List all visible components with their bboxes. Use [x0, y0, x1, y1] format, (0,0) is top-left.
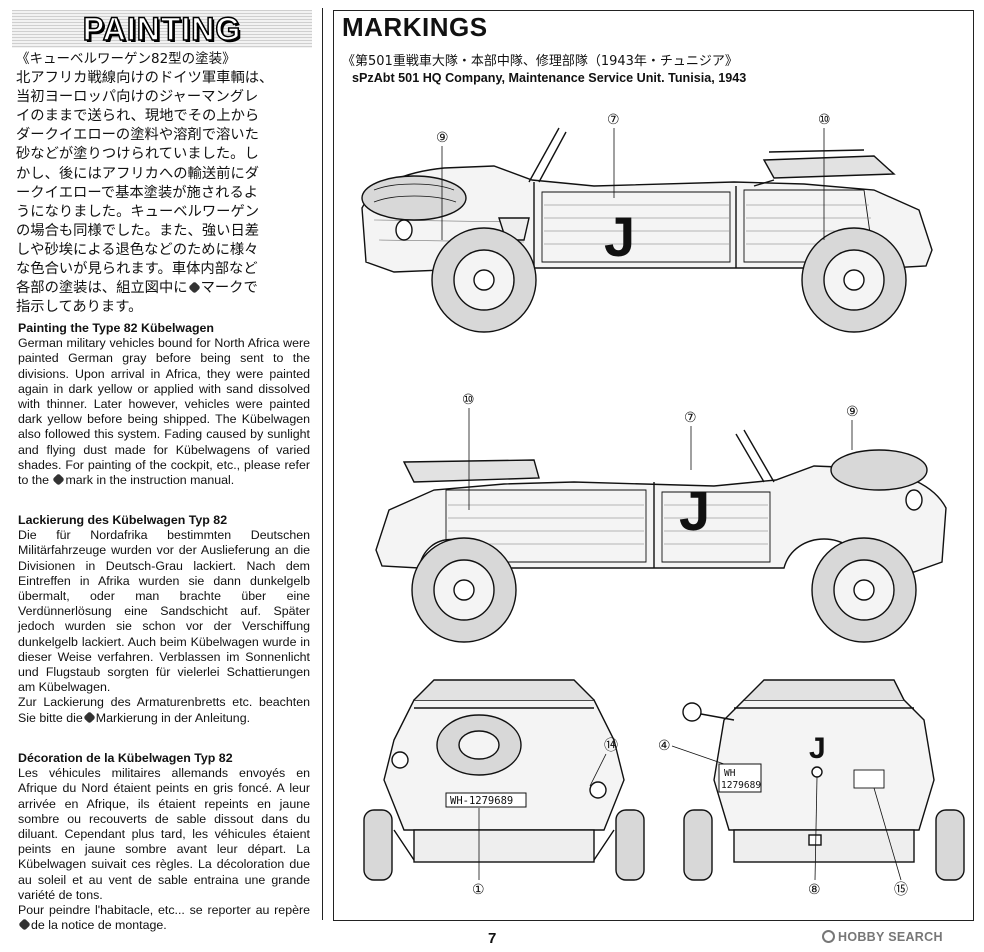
callout-marker: ⑮ [894, 881, 908, 897]
watermark: HOBBY SEARCH [822, 930, 943, 944]
jp-line: 各部の塗装は、組立図中にマークで [16, 280, 258, 297]
door-letter: J [679, 479, 710, 542]
callout-marker: ⑨ [846, 403, 859, 419]
page-number: 7 [488, 930, 497, 947]
hobby-search-logo-icon [822, 930, 835, 943]
jp-line: 当初ヨーロッパ向けのジャーマングレ [16, 89, 259, 106]
french-painting-text: Décoration de la Kübelwagen Typ 82 Les v… [18, 751, 310, 933]
jp-line: 指示してあります。 [16, 299, 143, 316]
kubelwagen-drawings: J ⑨ ⑦ ⑩ J ⑩ ⑦ ⑨ [361, 111, 965, 897]
japanese-painting-text: 《キューベルワーゲン82型の塗装》 北アフリカ戦線向けのドイツ軍車輌は、 当初ヨ… [16, 50, 316, 317]
rear-plate-top: WH [724, 768, 736, 779]
jp-line: しや砂埃による退色などのために様々 [16, 241, 259, 258]
door-letter: J [604, 205, 635, 268]
jp-line: 北アフリカ戦線向けのドイツ軍車輌は、 [16, 70, 274, 87]
callout-marker: ⑭ [604, 737, 618, 753]
jp-line: な色合いが見られます。車体内部など [16, 261, 258, 278]
front-view: WH-1279689 ⑭ ① [363, 679, 645, 897]
paint-mark-icon [83, 710, 96, 724]
jp-line: ークイエローで基本塗装が施されるよ [16, 184, 259, 201]
english-painting-text: Painting the Type 82 Kübelwagen German m… [18, 321, 310, 488]
jp-line: の場合も同様でした。また、強い日差 [16, 222, 260, 239]
rear-view: WH 1279689 J ④ ⑧ ⑮ [658, 679, 965, 897]
callout-marker: ⑦ [607, 111, 620, 127]
callout-marker: ④ [658, 737, 671, 753]
jp-line: かし、後にはアフリカへの輸送前にダ [16, 165, 260, 182]
rear-plate-bottom: 1279689 [721, 780, 761, 791]
painting-banner: PAINTING [12, 10, 312, 48]
side-view-left: J ⑨ ⑦ ⑩ [361, 111, 933, 333]
callout-marker: ⑧ [808, 881, 821, 897]
markings-title: MARKINGS [342, 12, 488, 42]
callout-marker: ⑩ [818, 111, 831, 127]
markings-en-subtitle: sPzAbt 501 HQ Company, Maintenance Servi… [352, 71, 747, 85]
column-divider [322, 8, 323, 920]
side-view-right: J ⑩ ⑦ ⑨ [375, 391, 947, 643]
jp-section-title: 《キューベルワーゲン82型の塗装》 [16, 51, 236, 67]
paint-mark-icon [187, 281, 201, 294]
en-heading: Painting the Type 82 Kübelwagen [18, 321, 214, 335]
rear-door-letter: J [809, 732, 826, 765]
callout-marker: ⑦ [684, 409, 697, 425]
paint-mark-icon [52, 473, 66, 486]
jp-line: ダークイエローの塗料や溶剤で溶いた [16, 127, 259, 144]
markings-frame [333, 10, 974, 921]
callout-marker: ① [472, 881, 485, 897]
paint-mark-icon [18, 918, 31, 931]
jp-line: うになりました。キューベルワーゲン [16, 203, 260, 220]
jp-line: 砂などが塗りつけられていました。し [16, 146, 259, 163]
painting-column: PAINTING 《キューベルワーゲン82型の塗装》 北アフリカ戦線向けのドイツ… [0, 0, 318, 933]
callout-marker: ⑨ [436, 129, 449, 145]
front-license-plate: WH-1279689 [450, 795, 513, 807]
de-heading: Lackierung des Kübelwagen Typ 82 [18, 513, 228, 527]
markings-jp-subtitle: 《第501重戦車大隊・本部中隊、修理部隊（1943年・チュニジア》 [342, 54, 738, 69]
fr-heading: Décoration de la Kübelwagen Typ 82 [18, 751, 233, 765]
callout-marker: ⑩ [462, 391, 475, 407]
jp-line: イのままで送られ、現地でその上から [16, 108, 260, 125]
german-painting-text: Lackierung des Kübelwagen Typ 82 Die für… [18, 513, 310, 725]
